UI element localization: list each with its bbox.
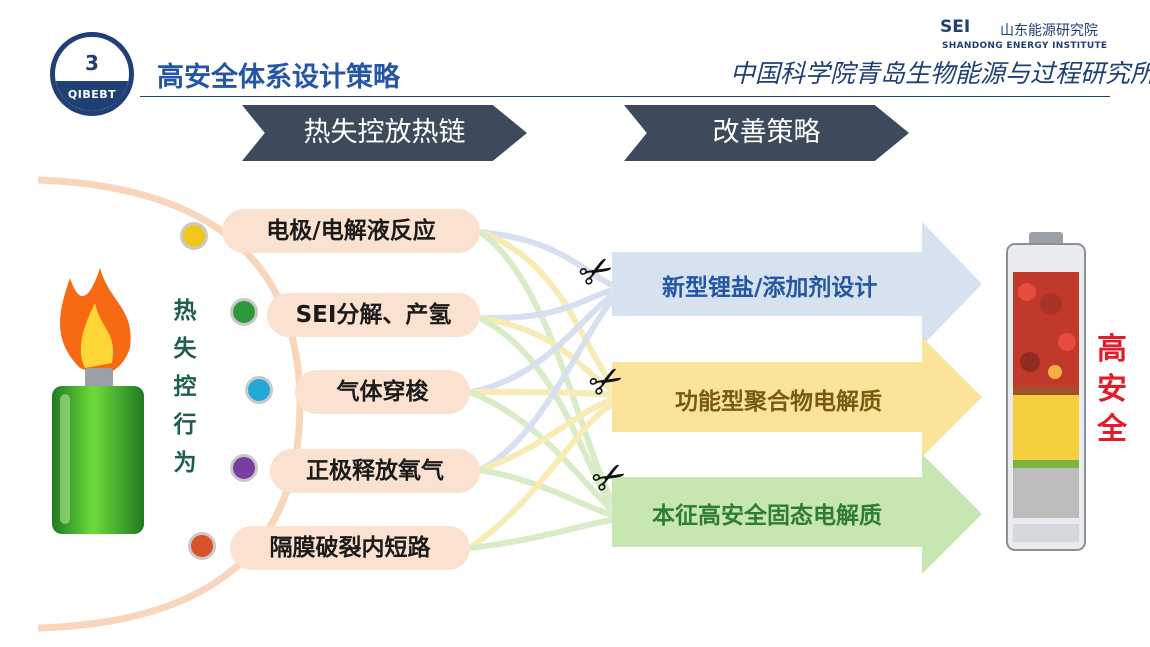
logo-band	[55, 81, 129, 111]
banner-strategy: 改善策略	[624, 105, 909, 161]
flow-1-3	[478, 229, 615, 502]
flow-4-2	[479, 397, 613, 473]
flow-5-2	[468, 402, 614, 551]
title-divider	[140, 96, 1110, 97]
result-label: 高 安 全	[1092, 330, 1132, 450]
burning-battery-icon	[52, 268, 144, 534]
cause-sei-decomposition: SEI分解、产氢	[267, 293, 480, 337]
strategy-arrow-3	[612, 454, 982, 574]
cause-electrode-electrolyte: 电极/电解液反应	[222, 209, 480, 253]
strategy-arrow-2	[612, 337, 982, 457]
flow-5-3	[469, 517, 613, 551]
logo-number: 3	[85, 51, 99, 75]
result-char: 全	[1097, 412, 1127, 447]
strategy-arrows	[612, 222, 982, 574]
flow-4-1	[478, 298, 615, 473]
flow-2-1	[479, 287, 613, 322]
strategy-arrow-1	[612, 222, 982, 346]
flow-2-3	[478, 315, 615, 507]
vertical-char: 为	[173, 450, 197, 476]
cause-dot-purple	[230, 454, 258, 482]
cause-dot-orange	[188, 532, 216, 560]
flow-1-1	[479, 229, 614, 288]
vertical-char: 失	[173, 336, 197, 362]
flow-3-2	[469, 389, 613, 398]
strategy-label-solid: 本征高安全固态电解质	[652, 503, 882, 529]
safe-battery-icon	[1006, 232, 1086, 551]
flow-2-2	[479, 315, 614, 393]
flow-3-1	[469, 292, 614, 395]
logo-text: QIBEBT	[67, 88, 117, 101]
cause-gas-shuttle: 气体穿梭	[295, 370, 470, 414]
vertical-char: 热	[173, 298, 197, 324]
banner-thermal-chain: 热失控放热链	[242, 105, 527, 161]
cause-dot-green	[230, 298, 258, 326]
flow-4-3	[479, 467, 613, 518]
vertical-label: 热 失 控 行 为	[170, 292, 200, 482]
result-char: 高	[1097, 332, 1127, 367]
vertical-char: 行	[173, 412, 197, 438]
cas-institute-name: 中国科学院青岛生物能源与过程研究所	[730, 59, 1150, 88]
cause-separator-short: 隔膜破裂内短路	[230, 526, 470, 570]
flow-3-3	[468, 389, 615, 513]
institute-cn-name: 山东能源研究院	[1000, 23, 1098, 39]
cause-dot-blue	[245, 376, 273, 404]
institute-en-name: SHANDONG ENERGY INSTITUTE	[942, 41, 1108, 51]
page-title: 高安全体系设计策略	[157, 62, 400, 93]
strategy-label-salt: 新型锂盐/添加剂设计	[662, 275, 878, 301]
cause-cathode-oxygen: 正极释放氧气	[270, 449, 480, 493]
vertical-char: 控	[173, 374, 197, 400]
flow-1-2	[479, 229, 615, 387]
strategy-label-polymer: 功能型聚合物电解质	[675, 389, 882, 415]
sei-logo-text: SEI	[940, 17, 971, 37]
cause-dot-yellow	[180, 222, 208, 250]
result-char: 安	[1097, 372, 1127, 407]
qibebt-logo: 3 QIBEBT	[50, 32, 134, 116]
